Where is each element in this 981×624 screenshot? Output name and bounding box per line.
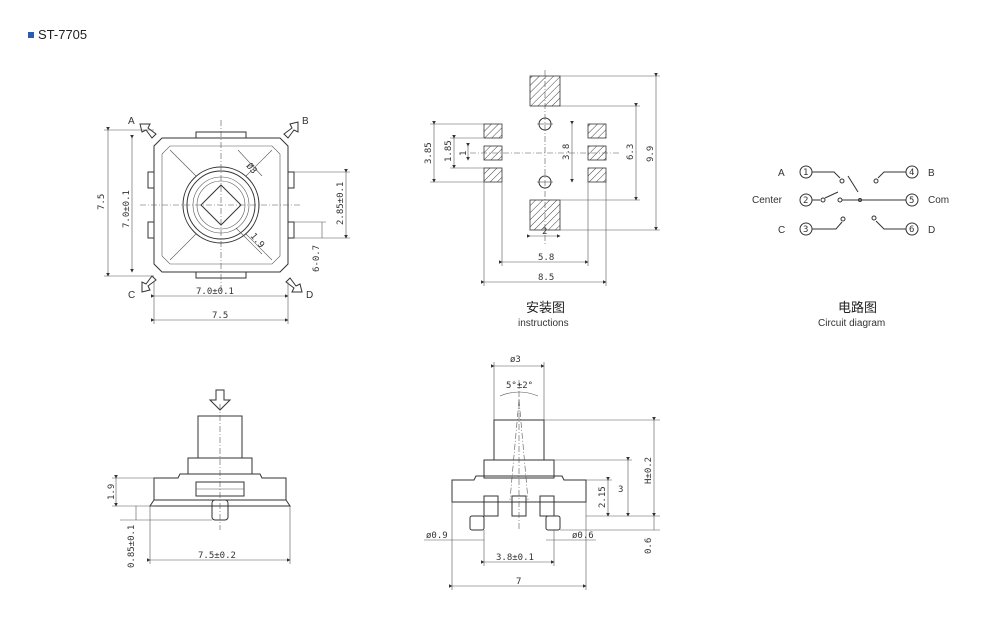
top-view: A B C D 7.5 7.0±0.1 7.0±0.1 7.5 2.85±0.1… — [97, 116, 350, 324]
arrow-b-icon — [283, 121, 299, 139]
arrow-c-icon — [141, 275, 157, 293]
pin-4: 4 — [909, 168, 914, 178]
circuit-caption-en: Circuit diagram — [818, 318, 885, 329]
circuit-caption-cn: 电路图 — [838, 300, 877, 316]
arrow-d-icon — [285, 277, 303, 293]
dim-side-height: H±0.2 — [644, 457, 654, 484]
dim-width-inner: 7.0±0.1 — [196, 287, 234, 297]
pin-3: 3 — [803, 225, 808, 235]
pin-1: 1 — [803, 168, 808, 178]
dim-side-left-dia: ø0.9 — [426, 531, 448, 541]
dim-front-height: 1.9 — [107, 484, 117, 500]
circuit-label-a: A — [778, 168, 785, 179]
dim-dia-bottom: 1.9 — [248, 232, 266, 251]
dim-left-mid: 1.85 — [444, 140, 454, 162]
circuit-diagram: A Center C B Com D 1 2 3 4 5 6 电路图 — [752, 165, 949, 329]
front-view: 1.9 0.85±0.1 7.5±0.2 — [107, 389, 291, 568]
corner-label-a: A — [128, 116, 135, 127]
dim-side-pin-h: 0.6 — [644, 538, 654, 554]
dim-right-mid: 6.3 — [626, 144, 636, 160]
dim-center: 3.8 — [562, 144, 572, 160]
dim-side-pin-pitch: 3.8±0.1 — [496, 553, 534, 563]
circuit-label-com: Com — [928, 195, 949, 206]
page-title: ST-7705 — [38, 27, 87, 42]
side-view: ø3 5°±2° H±0.2 3 2.15 0.6 ø0.9 ø0.6 3.8±… — [424, 355, 660, 590]
dim-bottom-outer: 8.5 — [538, 273, 554, 283]
dim-front-width: 7.5±0.2 — [198, 551, 236, 561]
dim-dia-top: Ø3 — [244, 161, 259, 176]
corner-label-d: D — [306, 290, 313, 301]
dim-side-body-h: 3 — [618, 485, 623, 495]
dim-bottom-mid: 5.8 — [538, 253, 554, 263]
pin-6: 6 — [909, 225, 914, 235]
dim-side-right-dia: ø0.6 — [572, 531, 594, 541]
dim-side-width: 7 — [516, 577, 521, 587]
dim-width-outer: 7.5 — [212, 311, 228, 321]
press-arrow-icon — [208, 389, 232, 411]
pin-5: 5 — [909, 196, 914, 206]
circuit-label-b: B — [928, 168, 935, 179]
dim-side-mid-h: 2.15 — [598, 486, 608, 508]
title-bullet-icon — [28, 32, 34, 38]
dim-front-pin-height: 0.85±0.1 — [127, 525, 137, 568]
instructions-view: 3.85 1.85 1 3.8 6.3 9.9 2 5.8 8.5 安装图 in… — [424, 70, 660, 329]
dim-pin-width: 6-0.7 — [312, 245, 322, 272]
corner-label-b: B — [302, 116, 309, 127]
corner-label-c: C — [128, 290, 135, 301]
dim-left-inner: 1 — [459, 151, 469, 156]
dim-pin-pitch: 2.85±0.1 — [336, 182, 346, 225]
arrow-a-icon — [139, 123, 157, 139]
instructions-caption-cn: 安装图 — [526, 301, 565, 316]
dim-bottom-inner: 2 — [542, 227, 547, 237]
dim-side-angle: 5°±2° — [506, 381, 533, 391]
circuit-label-d: D — [928, 225, 935, 236]
dim-left-outer: 3.85 — [424, 142, 434, 164]
circuit-label-center: Center — [752, 195, 783, 206]
dim-right-outer: 9.9 — [646, 146, 656, 162]
dim-side-dia-top: ø3 — [510, 355, 521, 365]
dim-height-outer: 7.5 — [97, 194, 107, 210]
instructions-caption-en: instructions — [518, 318, 569, 329]
pin-2: 2 — [803, 196, 808, 206]
dim-height-inner: 7.0±0.1 — [122, 190, 132, 228]
circuit-label-c: C — [778, 225, 785, 236]
